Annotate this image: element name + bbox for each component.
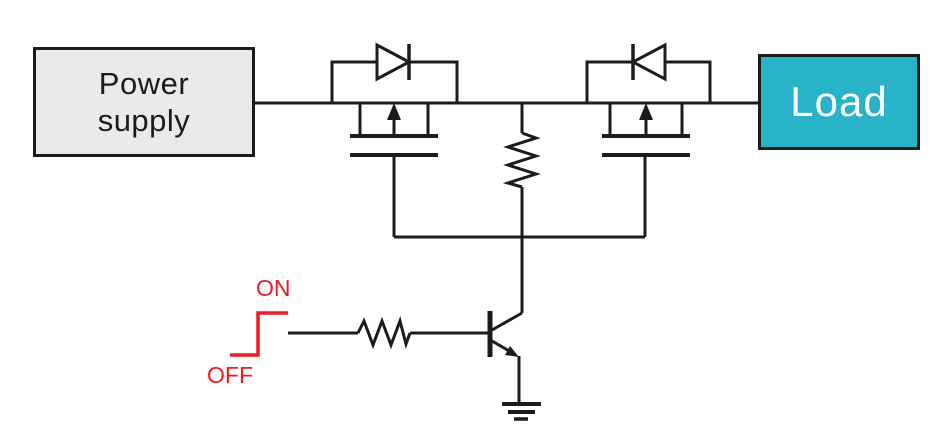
load-block: Load	[758, 54, 920, 150]
mosfet-right-body-arrowhead	[639, 103, 653, 120]
body-diode-left-icon	[330, 42, 459, 103]
npn-transistor-icon	[487, 311, 523, 404]
diode-triangle-left	[375, 42, 413, 82]
step-waveform-icon	[230, 311, 288, 357]
mosfet-left-icon	[350, 103, 438, 237]
mosfet-right-icon	[602, 103, 690, 237]
power-supply-label: Power supply	[98, 65, 191, 139]
base-resistor-zigzag	[356, 316, 412, 350]
npn-collector-slant	[491, 311, 523, 332]
npn-emitter-arrowhead	[505, 346, 519, 357]
ground-icon	[502, 402, 541, 421]
mosfet-left	[330, 42, 459, 237]
diode-triangle-right	[629, 42, 667, 82]
body-diode-right-icon	[585, 42, 712, 103]
base-resistor-icon	[288, 316, 488, 350]
on-label: ON	[256, 275, 291, 301]
gate-resistor-icon	[502, 103, 541, 313]
power-supply-label-line2: supply	[97, 103, 191, 138]
mosfet-right	[585, 42, 712, 237]
power-supply-block: Power supply	[33, 47, 255, 157]
power-supply-label-line1: Power	[98, 66, 190, 101]
step-waveform-path	[230, 311, 288, 357]
off-label: OFF	[207, 362, 253, 388]
gate-resistor-zigzag	[502, 131, 541, 189]
load-label: Load	[790, 78, 888, 125]
mosfet-left-body-arrowhead	[387, 103, 401, 120]
